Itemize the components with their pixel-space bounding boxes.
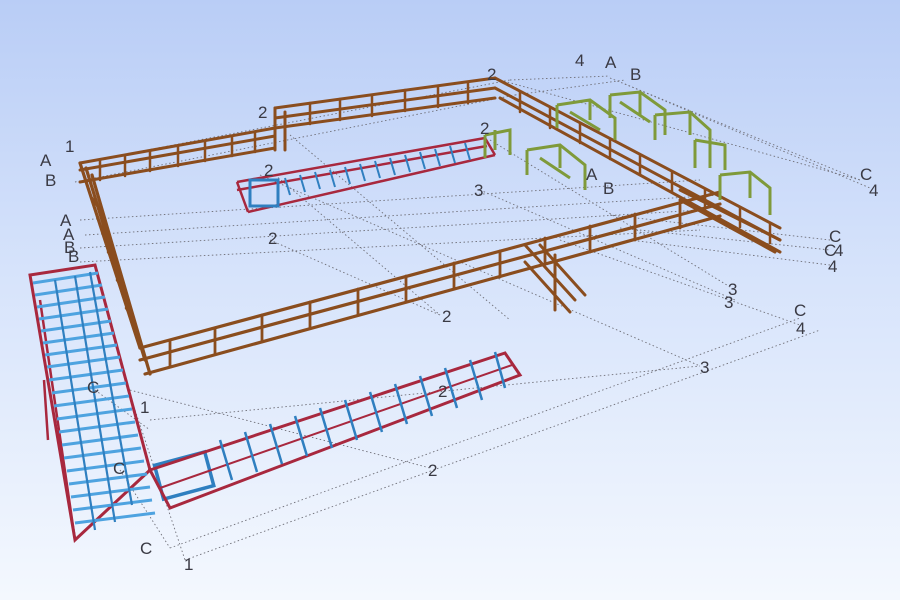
grid-labels: 1 A B 2 2 4 A B 2 2 A A B B 2 3 A B C 4 … <box>40 51 878 574</box>
grid-label: C <box>87 378 99 397</box>
grid-label: A <box>60 211 72 230</box>
grid-line <box>629 239 831 266</box>
grid-line <box>624 83 871 189</box>
grid-label: B <box>603 179 614 198</box>
grid-line <box>119 469 171 549</box>
grid-line <box>609 214 831 241</box>
grid-line <box>514 79 626 96</box>
front-stub-frame <box>523 243 587 314</box>
front-conveyor[interactable] <box>147 351 523 510</box>
posts-front <box>168 200 682 368</box>
grid-label: 1 <box>65 137 74 156</box>
front-conveyor-outline <box>147 351 523 510</box>
grid-label: C <box>824 241 836 260</box>
grid-label: B <box>64 238 75 257</box>
green-frame <box>718 170 772 215</box>
left-bed-drive-unit <box>152 449 216 502</box>
grid-line <box>94 389 151 431</box>
back-conveyor-rollers <box>284 142 471 196</box>
grid-label: 1 <box>140 398 149 417</box>
grid-label: 3 <box>728 280 737 299</box>
front-conveyor-rollers <box>218 351 507 481</box>
grid-label: A <box>586 165 598 184</box>
grid-label: 4 <box>575 51 584 70</box>
grid-line <box>559 239 801 326</box>
grid-label: 2 <box>268 229 277 248</box>
grid-label: 4 <box>828 257 837 276</box>
grid-line <box>79 209 701 249</box>
left-conveyor-bed[interactable] <box>28 263 216 543</box>
grid-label: C <box>829 227 841 246</box>
grid-label: B <box>630 65 641 84</box>
grid-label: B <box>68 247 79 266</box>
grid-label: A <box>605 53 617 72</box>
grid-label: 2 <box>258 103 267 122</box>
posts-back <box>308 80 470 126</box>
back-conveyor-drive <box>248 178 280 208</box>
grid-label: 3 <box>724 293 733 312</box>
left-bed-stringers <box>53 271 134 531</box>
grid-line <box>289 134 511 321</box>
grid-label: 2 <box>438 382 447 401</box>
green-frame <box>555 98 617 140</box>
grid-line <box>184 329 821 561</box>
posts-back-left <box>98 130 257 182</box>
grid-label: 4 <box>796 319 805 338</box>
grid-label: B <box>45 171 56 190</box>
grid-line <box>269 239 441 316</box>
brown-perimeter-frame[interactable] <box>78 76 782 376</box>
grid-line <box>509 75 611 81</box>
grid-label: 4 <box>869 181 878 200</box>
grid-label: 2 <box>264 161 273 180</box>
green-frame <box>693 138 727 170</box>
grid-label: 2 <box>487 65 496 84</box>
posts-right <box>518 90 772 245</box>
back-corner-post <box>273 106 287 152</box>
front-rail <box>138 190 722 376</box>
green-frame <box>608 90 667 135</box>
front-conveyor-mid-rail <box>159 364 513 489</box>
right-cross-rail <box>678 188 782 254</box>
grid-label: 2 <box>428 461 437 480</box>
grid-label: C <box>794 301 806 320</box>
green-frame <box>653 110 712 158</box>
grid-label: 2 <box>480 119 489 138</box>
grid-line <box>74 94 516 183</box>
posts-left <box>90 196 136 322</box>
grid-label: C <box>860 165 872 184</box>
grid-label: A <box>63 225 75 244</box>
grid-line <box>259 174 701 367</box>
grid-label: C <box>140 539 152 558</box>
green-frames[interactable] <box>483 90 772 215</box>
grid-line <box>79 229 701 263</box>
grid-label: 3 <box>474 181 483 200</box>
grid-line <box>129 394 186 561</box>
green-frame <box>483 128 512 158</box>
back-conveyor[interactable] <box>235 136 497 214</box>
grid-label: 4 <box>834 241 843 260</box>
grid-label: 1 <box>184 555 193 574</box>
grid-line <box>499 79 861 181</box>
grid-label: 2 <box>442 307 451 326</box>
back-rail <box>273 76 497 130</box>
grid-label: 3 <box>700 358 709 377</box>
green-frame <box>525 143 587 190</box>
back-conveyor-ends <box>235 137 497 213</box>
grid-label: C <box>113 459 125 478</box>
grid-label: A <box>40 151 52 170</box>
